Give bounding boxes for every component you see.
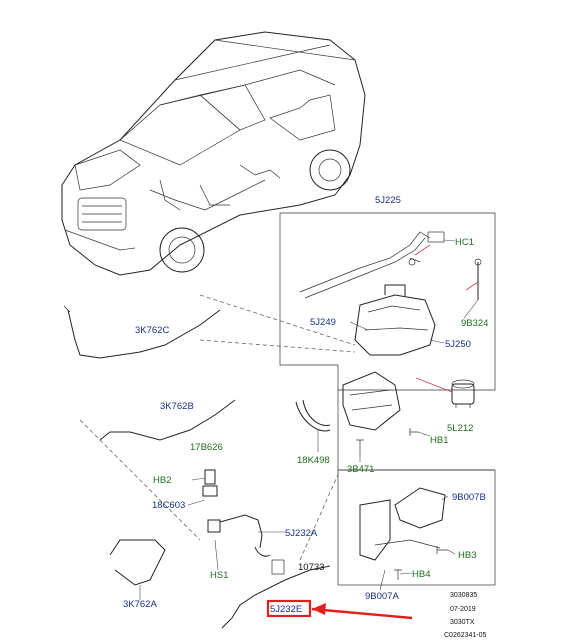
- label-5l212: 5L212: [447, 423, 473, 434]
- hose-18k498: [295, 399, 331, 432]
- label-10733: 10733: [298, 562, 324, 573]
- footer-code-2: 07-2019: [450, 606, 476, 613]
- pipe-5j232e: [221, 565, 331, 629]
- pump-5l212: [451, 379, 475, 408]
- label-hb2: HB2: [153, 475, 171, 486]
- bracket-9b007b: [394, 487, 446, 529]
- footer-code-3: 3030TX: [450, 619, 475, 626]
- pipe-5j232a: [219, 514, 263, 549]
- highlight-box: [266, 599, 312, 618]
- pipe-3k762c: [67, 309, 221, 359]
- filter-18c603: [202, 469, 221, 533]
- highlight-arrow-head: [312, 603, 326, 615]
- clip-10733: [271, 559, 285, 575]
- label-9b324: 9B324: [461, 318, 488, 329]
- label-5j225: 5J225: [375, 195, 401, 206]
- vehicle-illustration: [61, 31, 366, 276]
- label-3k762b: 3K762B: [160, 401, 194, 412]
- highlight-arrow-shaft: [311, 607, 413, 620]
- label-9b007a: 9B007A: [365, 591, 399, 602]
- shield-3b471: [342, 371, 401, 431]
- label-hb1: HB1: [430, 435, 448, 446]
- bracket-group-box: [337, 469, 496, 586]
- label-3k762a: 3K762A: [123, 599, 157, 610]
- label-5j232e: 5J232E: [270, 604, 302, 615]
- footer-code-4: C0262341-05: [444, 632, 487, 639]
- label-3b471: 3B471: [347, 464, 374, 475]
- label-9b007b: 9B007B: [452, 492, 486, 503]
- label-17b626: 17B626: [190, 442, 223, 453]
- label-hc1: HC1: [455, 237, 474, 248]
- label-5j250: 5J250: [445, 339, 471, 350]
- label-5j249: 5J249: [310, 317, 336, 328]
- pipe-3k762b: [99, 399, 236, 441]
- pipe-3k762a: [109, 539, 166, 586]
- label-5j232a: 5J232A: [285, 528, 318, 539]
- label-hb4: HB4: [412, 569, 430, 580]
- label-18c603: 18C603: [152, 500, 185, 511]
- label-hs1: HS1: [210, 570, 228, 581]
- bracket-9b007a: [359, 499, 391, 561]
- footer-code-1: 3030835: [450, 592, 477, 599]
- label-3k762c: 3K762C: [135, 325, 169, 336]
- label-18k498: 18K498: [297, 455, 330, 466]
- tank-assembly: [299, 231, 445, 356]
- label-hb3: HB3: [458, 550, 476, 561]
